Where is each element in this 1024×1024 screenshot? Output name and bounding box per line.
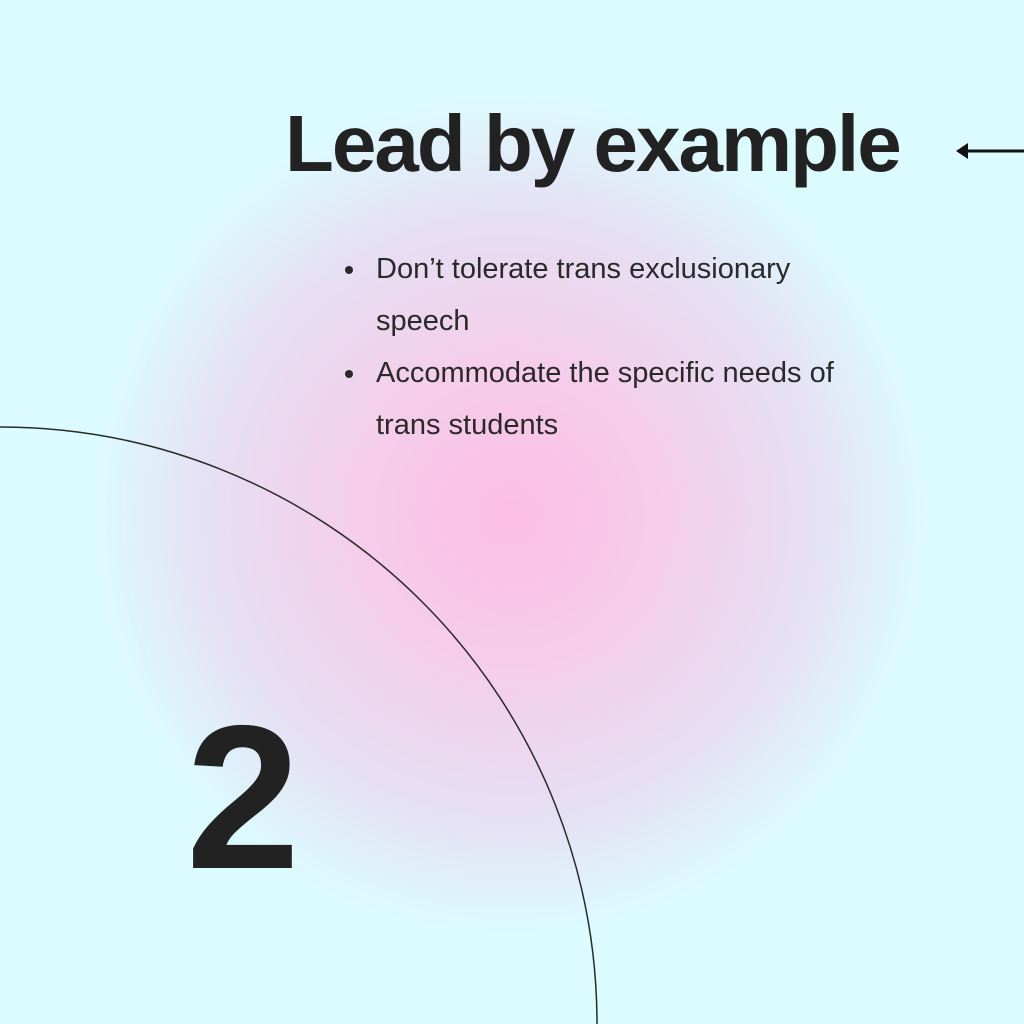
slide-title: Lead by example (285, 99, 902, 188)
bullet-item: Don’t tolerate trans exclusionary speech (345, 243, 885, 347)
arrow-left-icon (956, 143, 1024, 159)
decorative-arc (0, 426, 598, 1024)
bullet-list: Don’t tolerate trans exclusionary speech… (345, 243, 885, 451)
slide-number: 2 (186, 683, 301, 912)
bullet-item: Accommodate the specific needs of trans … (345, 347, 885, 451)
